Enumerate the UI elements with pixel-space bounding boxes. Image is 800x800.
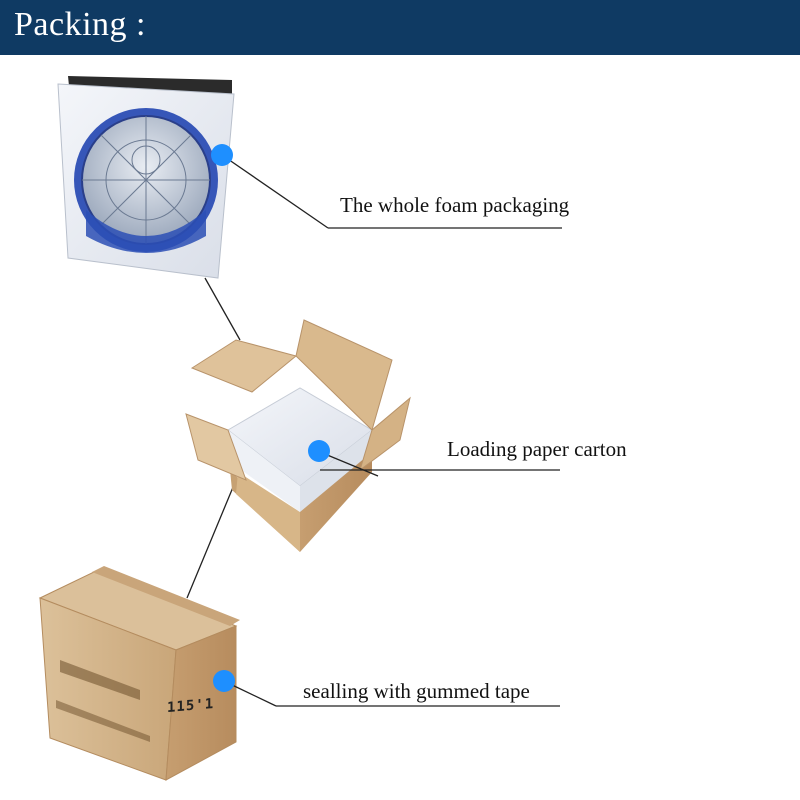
marker-dot-2 (308, 440, 330, 462)
pointer-line-1 (221, 154, 329, 229)
caption-foam-packaging: The whole foam packaging (340, 193, 570, 217)
pointer-line-3 (227, 682, 277, 707)
caption-gummed-tape: sealling with gummed tape (303, 679, 530, 703)
caption-paper-carton: Loading paper carton (447, 437, 627, 461)
open-carton-illustration (185, 319, 411, 552)
page-title: Packing : (14, 6, 146, 43)
foam-box-illustration (57, 76, 235, 279)
header-bar: Packing : (0, 0, 800, 55)
connector-line-1-2 (204, 277, 241, 341)
connector-line-2-3 (186, 479, 237, 599)
marker-dot-3 (213, 670, 235, 692)
pointer-line-2 (319, 451, 379, 477)
marker-dot-1 (211, 144, 233, 166)
sealed-carton-illustration (38, 566, 240, 781)
